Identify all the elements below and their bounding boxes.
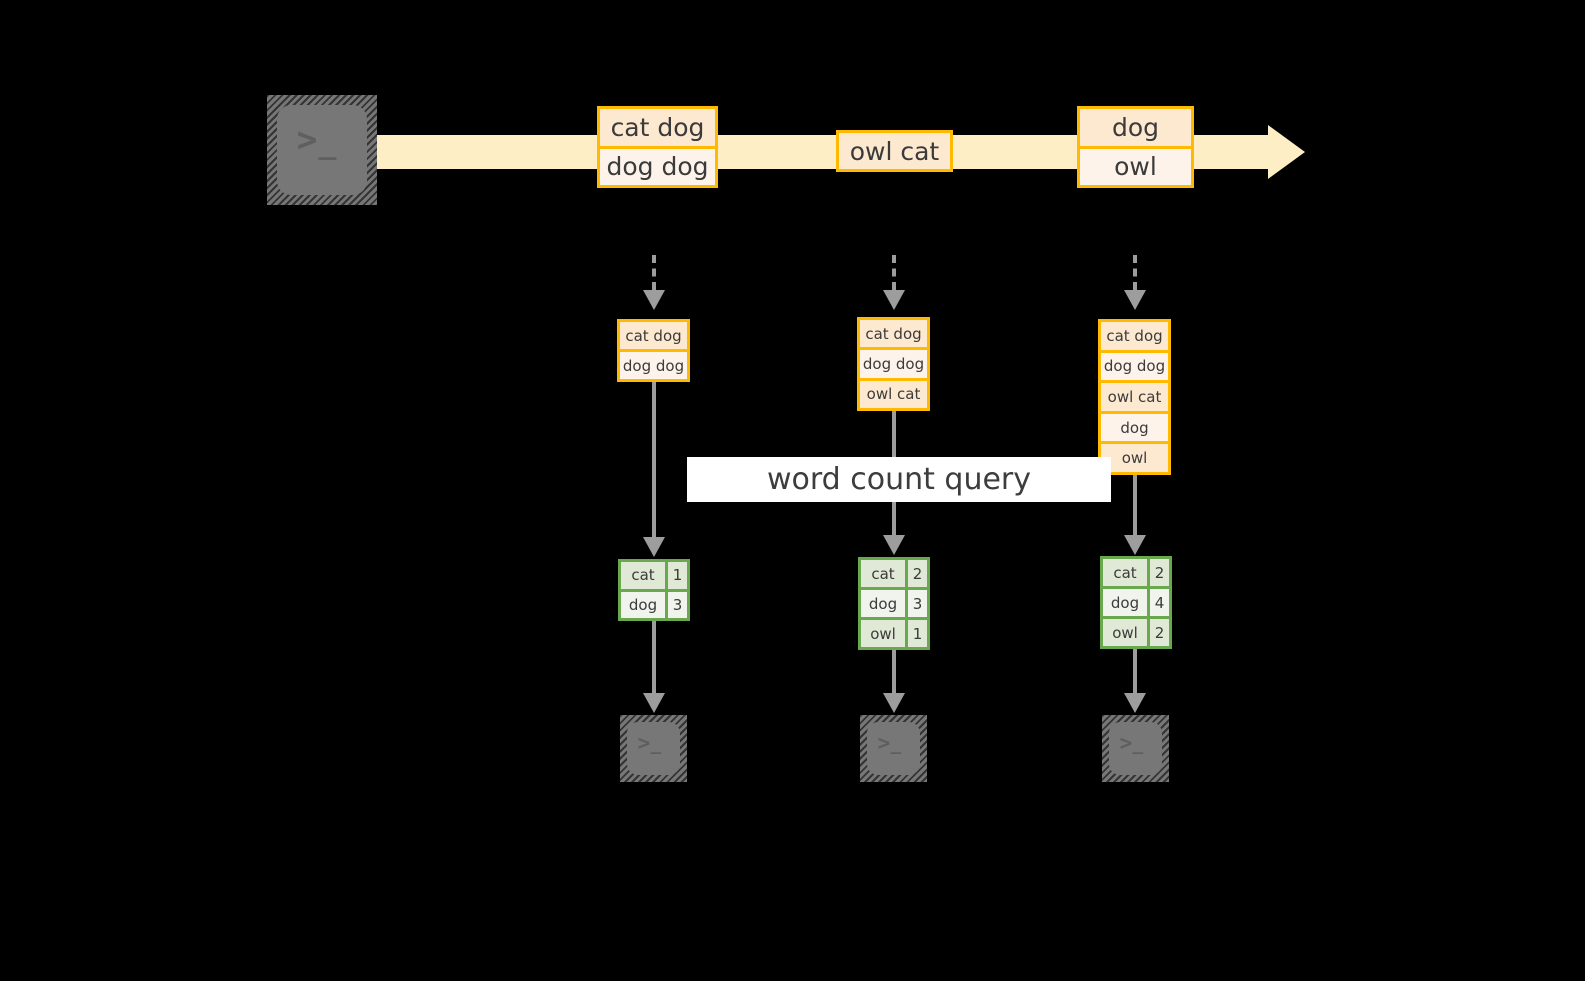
result-count: 1 (672, 566, 683, 585)
result-word: owl (1103, 619, 1150, 646)
result-row: dog 3 (861, 587, 927, 617)
result-count: 3 (672, 595, 683, 614)
result-word: cat (1103, 559, 1150, 586)
pipeline-1-query-arrowhead (643, 537, 665, 557)
input-record: cat dog (620, 322, 687, 349)
stream-group-2[interactable]: owl cat (836, 130, 953, 172)
pipeline-1-input-table[interactable]: cat dog dog dog (617, 319, 690, 382)
input-record: owl (1101, 441, 1168, 472)
pipeline-1-query-line (652, 382, 656, 537)
pipeline-3-capture-arrowhead (1124, 290, 1146, 310)
prompt-chevron-icon: > (637, 730, 651, 755)
prompt-underscore-icon: _ (318, 126, 337, 162)
result-row: dog 4 (1103, 586, 1169, 616)
pipeline-2-query-arrowhead (883, 535, 905, 555)
result-word: cat (861, 560, 908, 587)
result-word: dog (621, 591, 668, 618)
pipeline-1-result-table[interactable]: cat 1 dog 3 (618, 559, 690, 621)
pipeline-3-capture-dashed-line (1133, 255, 1137, 290)
terminal-screen: > _ (867, 722, 920, 775)
result-count: 4 (1154, 593, 1165, 612)
prompt-underscore-icon: _ (1132, 733, 1144, 755)
pipeline-3-query-arrowhead (1124, 535, 1146, 555)
result-count: 2 (1154, 563, 1165, 582)
result-row: cat 1 (621, 562, 687, 589)
terminal-screen: > _ (1109, 722, 1162, 775)
query-banner: word count query (687, 457, 1111, 502)
pipeline-3-query-line (1133, 475, 1137, 535)
pipeline-2-capture-arrowhead (883, 290, 905, 310)
pipeline-1-output-arrowhead (643, 693, 665, 713)
result-count: 3 (912, 594, 923, 613)
result-count: 1 (912, 624, 923, 643)
pipeline-2-result-table[interactable]: cat 2 dog 3 owl 1 (858, 557, 930, 650)
pipeline-1-capture-arrowhead (643, 290, 665, 310)
stream-record: cat dog (600, 109, 715, 146)
result-row: owl 1 (861, 617, 927, 647)
stream-group-1[interactable]: cat dog dog dog (597, 106, 718, 188)
pipeline-2-sink-terminal-icon[interactable]: > _ (860, 715, 927, 782)
prompt-chevron-icon: > (1119, 730, 1133, 755)
pipeline-2-output-line (892, 650, 896, 693)
terminal-screen: > _ (627, 722, 680, 775)
pipeline-3-result-table[interactable]: cat 2 dog 4 owl 2 (1100, 556, 1172, 649)
prompt-chevron-icon: > (877, 730, 891, 755)
result-row: cat 2 (861, 560, 927, 587)
result-row: owl 2 (1103, 616, 1169, 646)
source-terminal-icon[interactable]: > _ (267, 95, 377, 205)
input-record: cat dog (1101, 322, 1168, 350)
result-row: cat 2 (1103, 559, 1169, 586)
stream-record: owl (1080, 145, 1191, 185)
pipeline-1-output-line (652, 621, 656, 693)
result-count: 2 (1154, 623, 1165, 642)
input-record: dog dog (860, 347, 927, 378)
input-record: dog (1101, 410, 1168, 442)
input-record: dog dog (1101, 349, 1168, 381)
prompt-underscore-icon: _ (650, 733, 662, 755)
stream-record: owl cat (839, 133, 950, 169)
result-word: owl (861, 620, 908, 647)
pipeline-2-capture-dashed-line (892, 255, 896, 290)
pipeline-3-output-arrowhead (1124, 693, 1146, 713)
stream-group-3[interactable]: dog owl (1077, 106, 1194, 188)
prompt-chevron-icon: > (296, 120, 318, 160)
pipeline-2-output-arrowhead (883, 693, 905, 713)
terminal-screen: > _ (277, 105, 367, 195)
input-record: owl cat (860, 377, 927, 408)
pipeline-3-input-table[interactable]: cat dog dog dog owl cat dog owl (1098, 319, 1171, 475)
input-record: owl cat (1101, 380, 1168, 411)
result-count: 2 (912, 564, 923, 583)
input-record: cat dog (860, 320, 927, 348)
result-word: dog (1103, 589, 1150, 616)
input-record: dog dog (620, 349, 687, 379)
pipeline-1-capture-dashed-line (652, 255, 656, 290)
stream-record: dog dog (600, 145, 715, 185)
pipeline-3-output-line (1133, 649, 1137, 693)
pipeline-2-input-table[interactable]: cat dog dog dog owl cat (857, 317, 930, 411)
result-word: cat (621, 562, 668, 589)
arrow-right-icon (1268, 125, 1305, 179)
pipeline-1-sink-terminal-icon[interactable]: > _ (620, 715, 687, 782)
prompt-underscore-icon: _ (890, 733, 902, 755)
stream-record: dog (1080, 109, 1191, 146)
query-banner-label: word count query (766, 462, 1032, 497)
result-row: dog 3 (621, 588, 687, 618)
pipeline-3-sink-terminal-icon[interactable]: > _ (1102, 715, 1169, 782)
result-word: dog (861, 590, 908, 617)
